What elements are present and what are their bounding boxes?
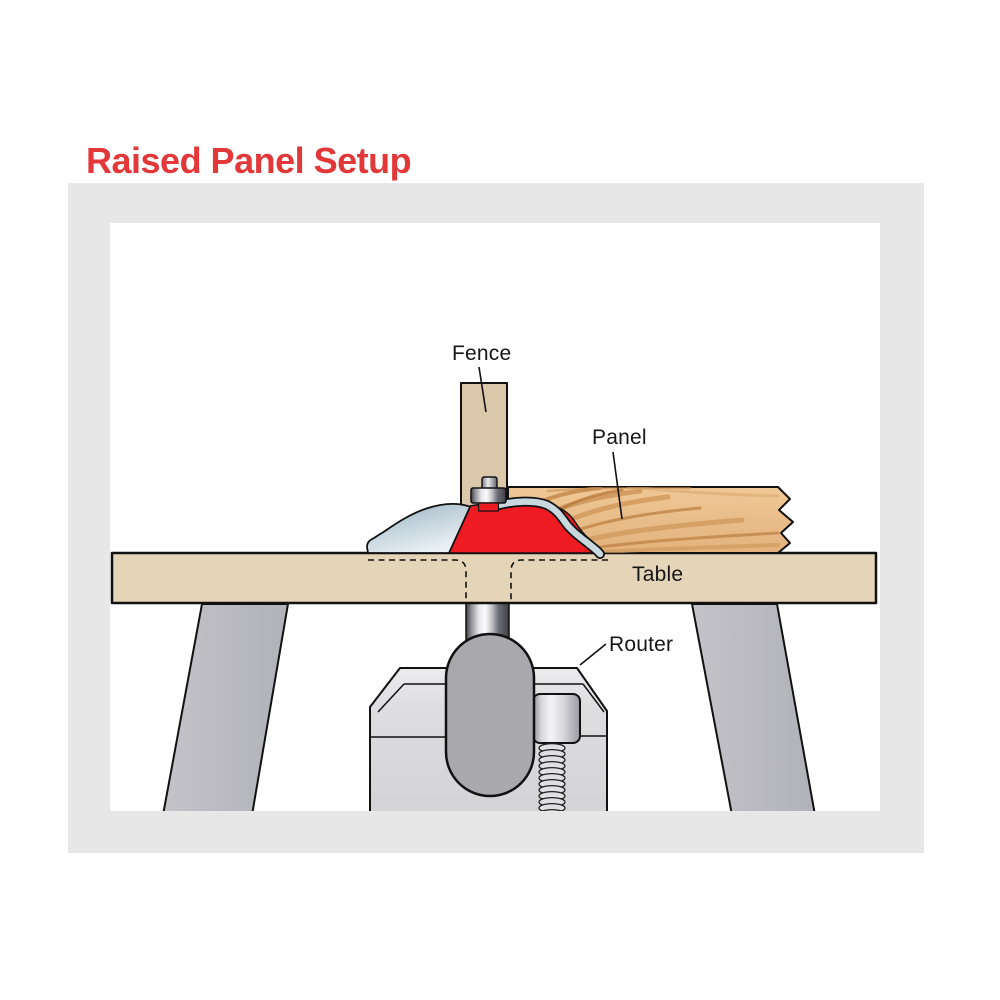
bit-bearing (470, 476, 507, 512)
bearing-cylinder (470, 487, 507, 504)
label-fence: Fence (452, 342, 512, 365)
bit-cutting-edge (494, 496, 605, 559)
router-motor (444, 632, 536, 798)
leader-lines (478, 366, 623, 666)
label-table: Table (632, 563, 684, 586)
threaded-rod (538, 742, 566, 811)
height-adjust-knob (532, 693, 581, 744)
bit-recess-dashed-outline (368, 559, 608, 602)
router-table-top (110, 551, 878, 605)
fence-leader-line (478, 366, 487, 413)
bearing-top-nub (481, 476, 498, 490)
panel-leader-line (612, 451, 623, 520)
figure-title: Raised Panel Setup (86, 140, 412, 181)
router-leader-line (579, 643, 607, 666)
bit-neck (477, 502, 500, 512)
bit-cutter-wing (366, 503, 471, 554)
label-router: Router (609, 633, 674, 656)
label-panel: Panel (592, 426, 647, 449)
router-base-facets (370, 683, 607, 738)
